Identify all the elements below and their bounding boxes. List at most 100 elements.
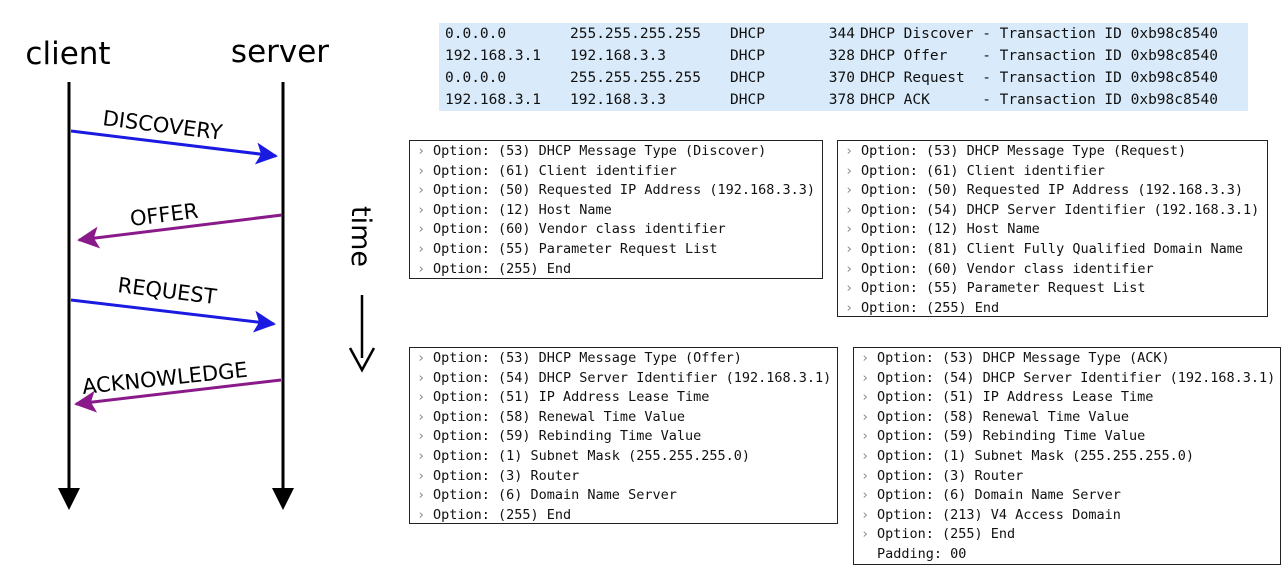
option-item[interactable]: ›Option: (61) Client identifier (410, 162, 822, 182)
option-text: Option: (3) Router (433, 467, 580, 484)
option-item[interactable]: ›Option: (60) Vendor class identifier (838, 260, 1267, 280)
option-text: Option: (60) Vendor class identifier (433, 221, 726, 238)
chevron-right-icon: › (417, 506, 426, 523)
chevron-right-icon: › (417, 408, 426, 425)
packet-protocol: DHCP (730, 70, 765, 86)
option-item[interactable]: › Option: (55) Parameter Request List (838, 279, 1267, 299)
option-item[interactable]: › Option: (1) Subnet Mask (255.255.255.0) (410, 447, 837, 467)
option-item[interactable]: ›Option: (59) Rebinding Time Value (410, 427, 837, 447)
option-item[interactable]: › Option: (3) Router (854, 467, 1280, 487)
option-text: Option: (1) Subnet Mask (255.255.255.0) (877, 447, 1194, 464)
option-text: Option: (255) End (433, 260, 572, 277)
padding-text: Padding: 00 (877, 545, 967, 562)
option-item[interactable]: ›Option: (59) Rebinding Time Value (854, 427, 1280, 447)
option-item[interactable]: ›Option: (61) Client identifier (838, 162, 1267, 182)
padding-item: Padding: 00 (854, 545, 1280, 565)
option-item[interactable]: ›Option: (12) Host Name (838, 220, 1267, 240)
option-item[interactable]: ›Option: (1) Subnet Mask (255.255.255.0) (854, 447, 1280, 467)
chevron-right-icon: › (861, 408, 870, 425)
chevron-right-icon: › (417, 428, 426, 445)
option-text: Option: (6) Domain Name Server (877, 487, 1121, 504)
option-item[interactable]: ›Option: (255) End (410, 506, 837, 526)
option-text: Option: (54) DHCP Server Identifier (192… (877, 369, 1276, 386)
option-item[interactable]: ›Option: (50) Requested IP Address (192.… (410, 181, 822, 201)
ack-options-panel: ›Option: (53) DHCP Message Type (ACK) ›O… (853, 347, 1281, 565)
chevron-right-icon: › (845, 201, 854, 218)
option-item[interactable]: › Option: (53) DHCP Message Type (Request… (838, 142, 1267, 162)
chevron-right-icon: › (417, 447, 426, 464)
option-text: Option: (6) Domain Name Server (433, 487, 677, 504)
request-label: REQUEST (116, 273, 218, 309)
option-item[interactable]: ›Option: (255) End (838, 299, 1267, 319)
option-item[interactable]: ›Option: (53) DHCP Message Type (ACK) (854, 349, 1280, 369)
server-lifeline-arrowhead (272, 488, 294, 510)
request-options-panel: › Option: (53) DHCP Message Type (Request… (837, 140, 1268, 317)
packet-row[interactable]: 192.168.3.1 192.168.3.3 DHCP 378 DHCP AC… (439, 89, 1218, 111)
option-text: Option: (55) Parameter Request List (861, 280, 1146, 297)
option-item[interactable]: ›Option: (51) IP Address Lease Time (854, 388, 1280, 408)
option-text: Option: (59) Rebinding Time Value (877, 428, 1146, 445)
chevron-right-icon: › (861, 506, 870, 523)
discover-options-panel: ›Option: (53) DHCP Message Type (Discove… (409, 140, 823, 279)
dhcp-sequence-diagram: client server DISCOVERY OFFER REQUEST AC… (25, 34, 376, 510)
option-text: Option: (12) Host Name (433, 201, 612, 218)
option-text: Option: (55) Parameter Request List (433, 240, 718, 257)
discovery-label: DISCOVERY (101, 106, 223, 144)
option-item[interactable]: ›Option: (50) Requested IP Address (192.… (838, 181, 1267, 201)
option-item[interactable]: ›Option: (53) DHCP Message Type (Discove… (410, 142, 822, 162)
time-label: time (345, 206, 376, 267)
packet-protocol: DHCP (730, 92, 765, 108)
option-item[interactable]: › Option: (3) Router (410, 467, 837, 487)
option-item[interactable]: › Option: (55) Parameter Request List (410, 240, 822, 260)
option-text: Option: (53) DHCP Message Type (Request) (861, 143, 1187, 159)
chevron-right-icon: › (845, 162, 854, 179)
option-item[interactable]: › Option: (60) Vendor class identifier (410, 220, 822, 240)
option-item[interactable]: › Option: (81) Client Fully Qualified Dom… (838, 240, 1267, 260)
option-item[interactable]: › Option: (12) Host Name (410, 201, 822, 221)
option-text: Option: (50) Requested IP Address (192.1… (861, 182, 1244, 199)
option-item[interactable]: › Option: (213) V4 Access Domain (854, 506, 1280, 526)
option-item[interactable]: ›Option: (51) IP Address Lease Time (410, 388, 837, 408)
option-text: Option: (1) Subnet Mask (255.255.255.0) (433, 447, 750, 464)
discovery-arrow (70, 129, 278, 165)
chevron-right-icon: › (417, 389, 426, 406)
option-item[interactable]: ›Option: (58) Renewal Time Value (410, 408, 837, 428)
chevron-right-icon: › (845, 240, 854, 257)
option-item[interactable]: ›Option: (53) DHCP Message Type (Offer) (410, 349, 837, 369)
option-item[interactable]: › Option: (54) DHCP Server Identifier (19… (838, 201, 1267, 221)
option-item[interactable]: ›Option: (6) Domain Name Server (410, 486, 837, 506)
option-item[interactable]: ›Option: (255) End (410, 260, 822, 280)
chevron-right-icon: › (417, 221, 426, 238)
client-lifeline-arrowhead (58, 488, 80, 510)
option-text: Option: (255) End (877, 526, 1016, 543)
offer-arrow (77, 213, 283, 249)
packet-list: 0.0.0.0 255.255.255.255 DHCP 344 DHCP Di… (439, 23, 1248, 111)
chevron-right-icon: › (417, 369, 426, 386)
chevron-right-icon: › (417, 240, 426, 257)
option-item[interactable]: ›Option: (6) Domain Name Server (854, 486, 1280, 506)
chevron-right-icon: › (417, 182, 426, 199)
chevron-right-icon: › (845, 143, 854, 159)
chevron-right-icon: › (417, 143, 426, 159)
option-item[interactable]: ›Option: (54) DHCP Server Identifier (19… (854, 369, 1280, 389)
option-text: Option: (53) DHCP Message Type (ACK) (877, 350, 1170, 366)
option-item[interactable]: ›Option: (255) End (854, 525, 1280, 545)
packet-row[interactable]: 192.168.3.1 192.168.3.3 DHCP 328 DHCP Of… (439, 45, 1218, 67)
chevron-right-icon: › (845, 280, 854, 297)
option-text: Option: (213) V4 Access Domain (877, 506, 1121, 523)
chevron-right-icon: › (417, 201, 426, 218)
option-item[interactable]: ›Option: (54) DHCP Server Identifier (19… (410, 369, 837, 389)
packet-row[interactable]: 0.0.0.0 255.255.255.255 DHCP 370 DHCP Re… (439, 67, 1218, 89)
chevron-right-icon: › (861, 389, 870, 406)
packet-row[interactable]: 0.0.0.0 255.255.255.255 DHCP 344 DHCP Di… (439, 23, 1218, 45)
option-text: Option: (3) Router (877, 467, 1024, 484)
acknowledge-arrow (74, 378, 282, 413)
packet-source: 192.168.3.1 (445, 92, 542, 108)
option-text: Option: (54) DHCP Server Identifier (192… (861, 201, 1260, 218)
chevron-right-icon: › (417, 467, 426, 484)
option-text: Option: (255) End (861, 299, 1000, 316)
option-item[interactable]: ›Option: (58) Renewal Time Value (854, 408, 1280, 428)
option-text: Option: (61) Client identifier (433, 162, 677, 179)
chevron-right-icon: › (861, 467, 870, 484)
option-text: Option: (81) Client Fully Qualified Doma… (861, 240, 1244, 257)
